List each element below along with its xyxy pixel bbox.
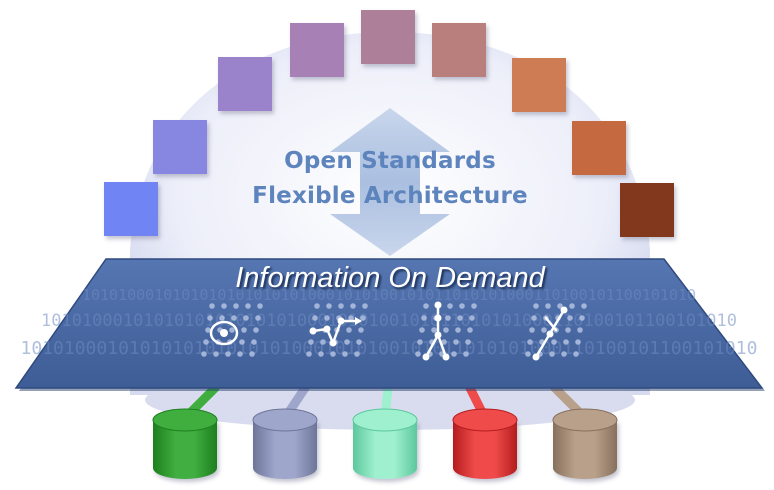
binary-texture-row-3: 1010100010101010101010101000101010010101… [21,338,758,359]
color-squares-arc [104,10,674,237]
arc-square-6 [432,23,486,77]
arc-square-7 [512,58,566,112]
arc-square-9 [620,183,674,237]
analytics-icons [201,301,587,361]
binary-texture: 1010100010101010101010101000101010010101… [82,286,696,304]
center-text-line-2: Flexible Architecture [252,183,528,209]
database-cylinders [152,408,618,479]
arc-square-8 [572,121,626,175]
target-icon [201,303,263,357]
tree-hierarchy-icon [415,301,477,361]
center-text-line-1: Open Standards [284,148,496,174]
arc-square-2 [153,120,207,174]
binary-texture-row-2: 1010100010101010101010101000101010010101… [41,311,737,331]
bidirectional-arrow-icon [330,108,450,256]
arc-square-3 [218,57,272,111]
arc-square-5 [361,10,415,64]
database-cylinder-slate [252,408,318,479]
arc-square-4 [290,23,344,77]
database-cylinder-brown [552,408,618,479]
database-cylinder-red [452,408,518,479]
trend-line-icon [306,303,368,357]
banner-title: Information On Demand [235,262,545,294]
arc-square-1 [104,182,158,236]
database-cylinder-mint [352,408,418,479]
database-cylinder-green [152,408,218,479]
diagonal-link-icon [525,303,587,361]
